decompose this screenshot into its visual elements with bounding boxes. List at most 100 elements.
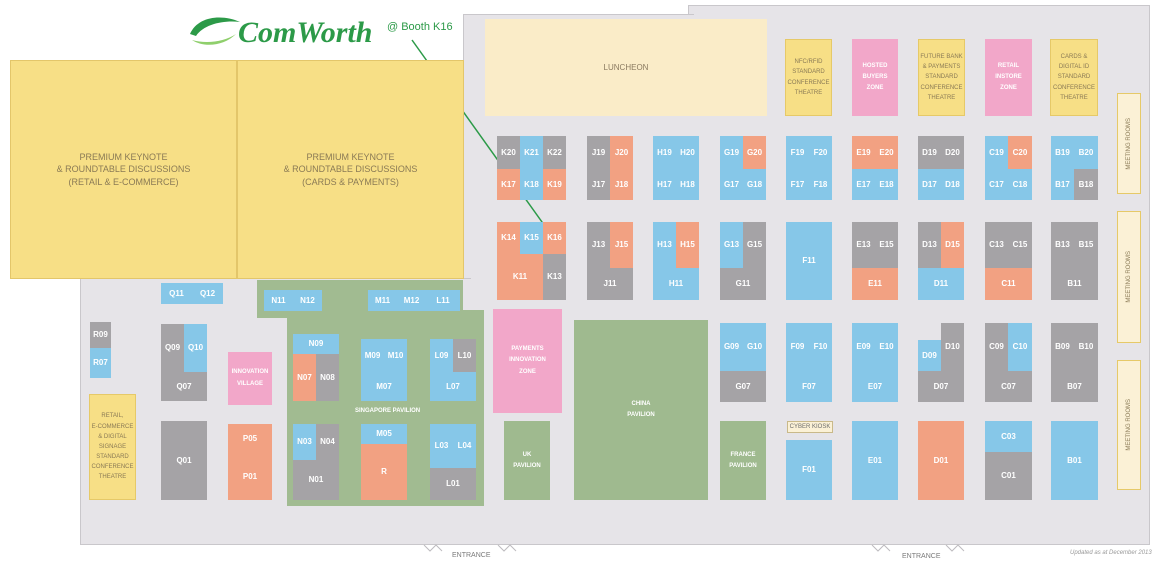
booth-c10[interactable]: C10 xyxy=(1008,323,1032,371)
booth-n01[interactable]: N01 xyxy=(293,460,339,500)
booth-c11[interactable]: C11 xyxy=(985,268,1032,300)
booth-f18[interactable]: F18 xyxy=(809,169,832,200)
booth-m09[interactable]: M09 xyxy=(361,339,384,372)
booth-k18[interactable]: K18 xyxy=(520,169,543,200)
booth-e10[interactable]: E10 xyxy=(875,323,898,371)
booth-q07[interactable]: Q07 xyxy=(161,372,207,401)
booth-k22[interactable]: K22 xyxy=(543,136,566,169)
booth-k13[interactable]: K13 xyxy=(543,254,566,300)
booth-f07[interactable]: F07 xyxy=(786,371,832,402)
booth-g13[interactable]: G13 xyxy=(720,222,743,268)
booth-n08[interactable]: N08 xyxy=(316,354,339,401)
booth-e11[interactable]: E11 xyxy=(852,268,898,300)
booth-k14[interactable]: K14 xyxy=(497,222,520,254)
booth-g07[interactable]: G07 xyxy=(720,371,766,402)
booth-q10[interactable]: Q10 xyxy=(184,324,207,372)
booth-p05[interactable]: P05 xyxy=(228,424,272,454)
booth-h19[interactable]: H19 xyxy=(653,136,676,169)
booth-j13[interactable]: J13 xyxy=(587,222,610,268)
booth-d15[interactable]: D15 xyxy=(941,222,964,268)
booth-m11[interactable]: M11 xyxy=(368,290,397,311)
booth-h15[interactable]: H15 xyxy=(676,222,699,268)
booth-d10[interactable]: D10 xyxy=(941,323,964,371)
booth-c03[interactable]: C03 xyxy=(985,421,1032,452)
booth-g15[interactable]: G15 xyxy=(743,222,766,268)
booth-h18[interactable]: H18 xyxy=(676,169,699,200)
booth-q12[interactable]: Q12 xyxy=(192,283,223,304)
booth-b13[interactable]: B13 xyxy=(1051,222,1074,268)
booth-n04[interactable]: N04 xyxy=(316,424,339,460)
booth-l09[interactable]: L09 xyxy=(430,339,453,372)
booth-m07[interactable]: M07 xyxy=(361,372,407,401)
booth-l04[interactable]: L04 xyxy=(453,424,476,468)
booth-h13[interactable]: H13 xyxy=(653,222,676,268)
booth-e13[interactable]: E13 xyxy=(852,222,875,268)
booth-q11[interactable]: Q11 xyxy=(161,283,192,304)
booth-n09[interactable]: N09 xyxy=(293,334,339,354)
booth-p01[interactable]: P01 xyxy=(228,454,272,500)
booth-e20[interactable]: E20 xyxy=(875,136,898,169)
booth-c19[interactable]: C19 xyxy=(985,136,1008,169)
booth-e09[interactable]: E09 xyxy=(852,323,875,371)
booth-d19[interactable]: D19 xyxy=(918,136,941,169)
booth-c15[interactable]: C15 xyxy=(1008,222,1032,268)
booth-b15[interactable]: B15 xyxy=(1074,222,1098,268)
booth-l10[interactable]: L10 xyxy=(453,339,476,372)
booth-e19[interactable]: E19 xyxy=(852,136,875,169)
booth-c13[interactable]: C13 xyxy=(985,222,1008,268)
booth-f10[interactable]: F10 xyxy=(809,323,832,371)
booth-b20[interactable]: B20 xyxy=(1074,136,1098,169)
booth-h11[interactable]: H11 xyxy=(653,268,699,300)
booth-k20[interactable]: K20 xyxy=(497,136,520,169)
booth-g17[interactable]: G17 xyxy=(720,169,743,200)
booth-r[interactable]: R xyxy=(361,444,407,500)
booth-d18[interactable]: D18 xyxy=(941,169,964,200)
booth-l07[interactable]: L07 xyxy=(430,372,476,401)
booth-r07[interactable]: R07 xyxy=(90,348,111,378)
booth-b10[interactable]: B10 xyxy=(1074,323,1098,371)
booth-d01[interactable]: D01 xyxy=(918,421,964,500)
booth-d07[interactable]: D07 xyxy=(918,371,964,402)
booth-l11[interactable]: L11 xyxy=(426,290,460,311)
booth-k19[interactable]: K19 xyxy=(543,169,566,200)
booth-j19[interactable]: J19 xyxy=(587,136,610,169)
booth-d13[interactable]: D13 xyxy=(918,222,941,268)
booth-d09[interactable]: D09 xyxy=(918,340,941,371)
booth-g18[interactable]: G18 xyxy=(743,169,766,200)
booth-n11[interactable]: N11 xyxy=(264,290,293,311)
booth-m12[interactable]: M12 xyxy=(397,290,426,311)
booth-q09[interactable]: Q09 xyxy=(161,324,184,372)
booth-g19[interactable]: G19 xyxy=(720,136,743,169)
booth-k15[interactable]: K15 xyxy=(520,222,543,254)
booth-k21[interactable]: K21 xyxy=(520,136,543,169)
booth-f11[interactable]: F11 xyxy=(786,222,832,300)
booth-j18[interactable]: J18 xyxy=(610,169,633,200)
booth-b01[interactable]: B01 xyxy=(1051,421,1098,500)
booth-q01[interactable]: Q01 xyxy=(161,421,207,500)
booth-h17[interactable]: H17 xyxy=(653,169,676,200)
booth-b18[interactable]: B18 xyxy=(1074,169,1098,200)
booth-k17[interactable]: K17 xyxy=(497,169,520,200)
booth-d20[interactable]: D20 xyxy=(941,136,964,169)
booth-f09[interactable]: F09 xyxy=(786,323,809,371)
booth-e17[interactable]: E17 xyxy=(852,169,875,200)
booth-j20[interactable]: J20 xyxy=(610,136,633,169)
booth-d11[interactable]: D11 xyxy=(918,268,964,300)
booth-d17[interactable]: D17 xyxy=(918,169,941,200)
booth-n03[interactable]: N03 xyxy=(293,424,316,460)
booth-c18[interactable]: C18 xyxy=(1008,169,1032,200)
booth-l01[interactable]: L01 xyxy=(430,468,476,500)
booth-f17[interactable]: F17 xyxy=(786,169,809,200)
booth-e07[interactable]: E07 xyxy=(852,371,898,402)
booth-r09[interactable]: R09 xyxy=(90,322,111,348)
booth-n12[interactable]: N12 xyxy=(293,290,322,311)
booth-m10[interactable]: M10 xyxy=(384,339,407,372)
booth-e15[interactable]: E15 xyxy=(875,222,898,268)
booth-f20[interactable]: F20 xyxy=(809,136,832,169)
booth-h20[interactable]: H20 xyxy=(676,136,699,169)
booth-b09[interactable]: B09 xyxy=(1051,323,1074,371)
booth-e18[interactable]: E18 xyxy=(875,169,898,200)
booth-g11[interactable]: G11 xyxy=(720,268,766,300)
booth-m05[interactable]: M05 xyxy=(361,424,407,444)
booth-j17[interactable]: J17 xyxy=(587,169,610,200)
